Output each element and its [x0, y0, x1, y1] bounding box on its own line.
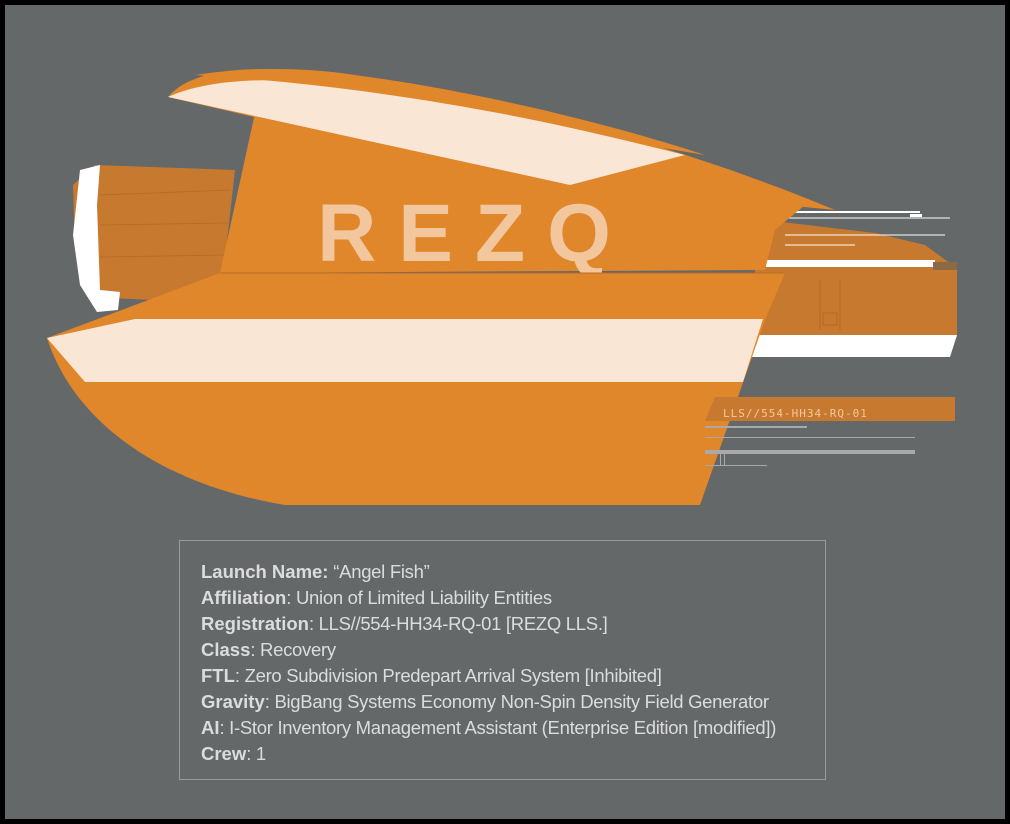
- blueprint-canvas: REZQ LLS//554-HH34-RQ-01 Launch: [5, 5, 1005, 819]
- forward-hull: [745, 211, 957, 357]
- spec-registration: Registration: LLS//554-HH34-RQ-01 [REZQ …: [201, 611, 825, 637]
- spec-value: : Recovery: [250, 639, 336, 660]
- hull-registration-text: LLS//554-HH34-RQ-01: [723, 407, 868, 420]
- dorsal-fin: [168, 69, 835, 273]
- underside-panel: LLS//554-HH34-RQ-01: [705, 397, 955, 466]
- spec-gravity: Gravity: BigBang Systems Economy Non-Spi…: [201, 689, 825, 715]
- spec-class: Class: Recovery: [201, 637, 825, 663]
- spec-launch-name: Launch Name: “Angel Fish”: [201, 559, 825, 585]
- spec-ai: AI: I-Stor Inventory Management Assistan…: [201, 715, 825, 741]
- spec-label: Crew: [201, 743, 247, 764]
- spec-label: Launch Name:: [201, 561, 329, 582]
- spec-value: : LLS//554-HH34-RQ-01 [REZQ LLS.]: [308, 613, 608, 634]
- specs-panel: Launch Name: “Angel Fish” Affiliation: U…: [179, 540, 826, 780]
- spec-label: FTL: [201, 665, 235, 686]
- spec-label: Registration: [201, 613, 309, 634]
- spec-value: “Angel Fish”: [328, 561, 430, 582]
- ship-illustration: REZQ LLS//554-HH34-RQ-01: [47, 69, 957, 505]
- spec-value: : Union of Limited Liability Entities: [286, 587, 552, 608]
- spec-crew: Crew: 1: [201, 741, 825, 767]
- spec-label: AI: [201, 717, 220, 738]
- spec-label: Gravity: [201, 691, 265, 712]
- spec-ftl: FTL: Zero Subdivision Predepart Arrival …: [201, 663, 825, 689]
- spec-affiliation: Affiliation: Union of Limited Liability …: [201, 585, 825, 611]
- spec-label: Affiliation: [201, 587, 287, 608]
- main-hull: [47, 272, 785, 505]
- spec-value: : I-Stor Inventory Management Assistant …: [219, 717, 777, 738]
- hull-logo: REZQ: [317, 188, 633, 279]
- spec-value: : Zero Subdivision Predepart Arrival Sys…: [234, 665, 662, 686]
- spec-label: Class: [201, 639, 251, 660]
- spec-value: : BigBang Systems Economy Non-Spin Densi…: [264, 691, 769, 712]
- rear-engine-pod: [73, 165, 235, 312]
- spec-value: : 1: [246, 743, 266, 764]
